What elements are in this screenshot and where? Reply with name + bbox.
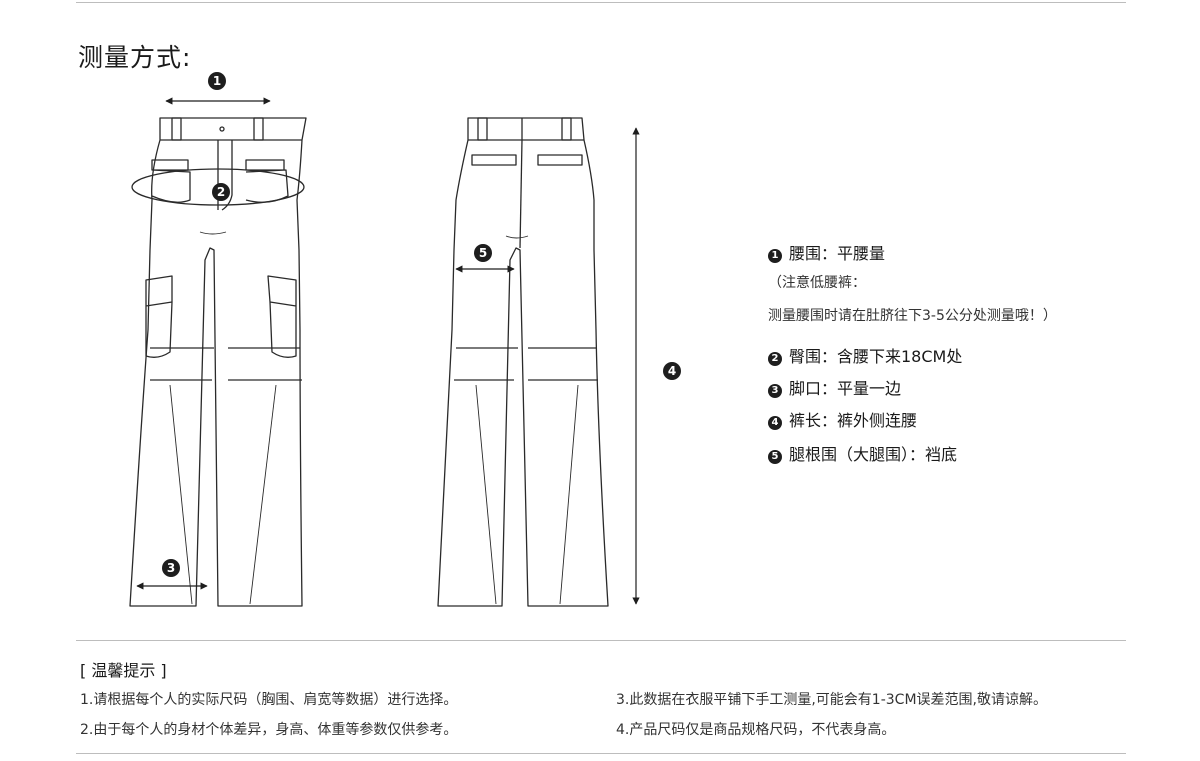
cargo-pocket-left: [145, 275, 173, 358]
tips-heading: [ 温馨提示 ]: [80, 661, 167, 680]
legend-number: 3: [768, 384, 782, 398]
legend-item-waist: 1 腰围：平腰量: [768, 240, 885, 264]
low-rise-note-line1: （注意低腰裤：: [768, 275, 866, 291]
legend-item-hem: 3 脚口：平量一边: [768, 375, 901, 399]
front-outline: [129, 117, 307, 607]
badge-length: 4: [663, 362, 681, 380]
back-pocket-right: [537, 154, 583, 166]
low-rise-note-line2: 测量腰围时请在肚脐往下3-5公分处测量哦！）: [768, 308, 1057, 324]
page-title: 测量方式:: [78, 43, 192, 72]
legend-text: 裤长：裤外侧连腰: [789, 411, 918, 430]
pants-diagram: [129, 97, 640, 607]
tips-top-divider: [76, 640, 1126, 641]
badge-hem: 3: [162, 559, 180, 577]
front-pocket-right: [245, 159, 289, 203]
front-pocket-left: [151, 159, 191, 203]
top-divider: [76, 2, 1126, 3]
tip-1: 1.请根据每个人的实际尺码（胸围、肩宽等数据）进行选择。: [80, 692, 458, 708]
legend-text: 臀围：含腰下来18CM处: [789, 347, 963, 366]
belt-loop: [253, 117, 264, 141]
legend-number: 1: [768, 249, 782, 263]
bottom-divider: [76, 753, 1126, 754]
legend-item-hip: 2 臀围：含腰下来18CM处: [768, 343, 962, 367]
badge-thigh: 5: [474, 244, 492, 262]
tip-3: 3.此数据在衣服平铺下手工测量,可能会有1-3CM误差范围,敬请谅解。: [616, 692, 1047, 708]
tip-2: 2.由于每个人的身材个体差异，身高、体重等参数仅供参考。: [80, 722, 458, 738]
legend-item-thigh: 5 腿根围（大腿围）：裆底: [768, 441, 957, 465]
back-pocket-left: [471, 154, 517, 166]
belt-loop: [171, 117, 182, 141]
legend-number: 2: [768, 352, 782, 366]
belt-loop: [477, 117, 488, 141]
legend-text: 脚口：平量一边: [789, 379, 902, 398]
back-view: [437, 117, 609, 607]
waist-button: [219, 126, 225, 132]
badge-hip: 2: [212, 183, 230, 201]
legend-number: 5: [768, 450, 782, 464]
cargo-pocket-right: [267, 275, 297, 358]
legend-text: 腰围：平腰量: [789, 244, 886, 263]
badge-waist: 1: [208, 72, 226, 90]
belt-loop: [561, 117, 572, 141]
tip-4: 4.产品尺码仅是商品规格尺码，不代表身高。: [616, 722, 896, 738]
legend-text: 腿根围（大腿围）：裆底: [789, 445, 958, 464]
back-outline: [437, 117, 609, 607]
hip-ellipse: [131, 168, 305, 206]
legend-item-length: 4 裤长：裤外侧连腰: [768, 407, 917, 431]
front-view: [129, 117, 307, 607]
legend-number: 4: [768, 416, 782, 430]
